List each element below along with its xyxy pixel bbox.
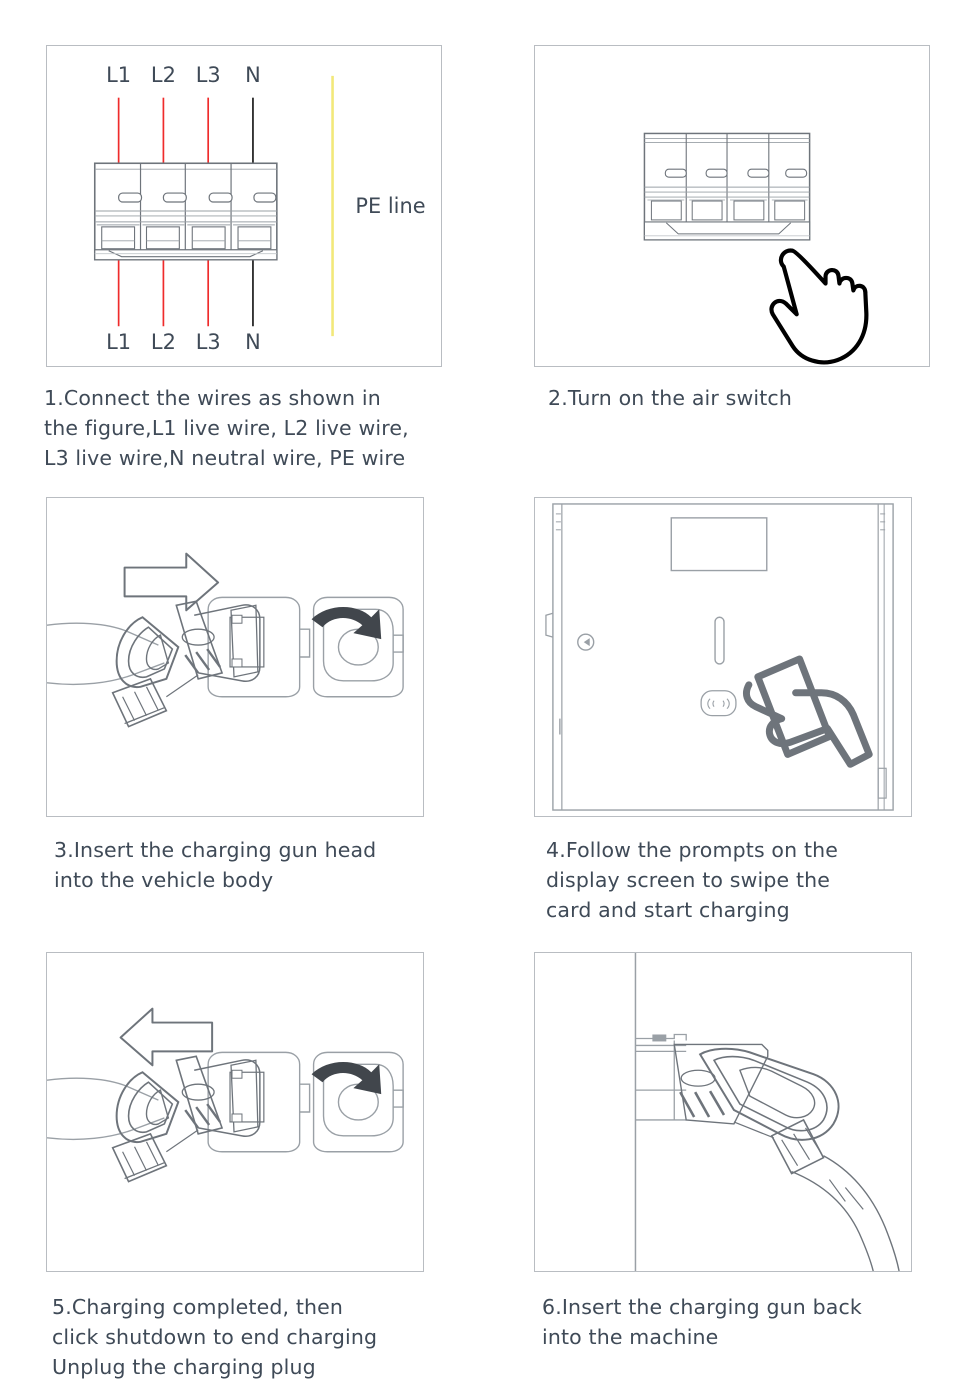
hand-holding-card-icon bbox=[743, 655, 873, 768]
breaker-wiring-diagram: L1 L2 L3 N L1 L2 L3 N PE line bbox=[46, 45, 442, 367]
label-l2-top: L2 bbox=[151, 63, 176, 87]
step-3: 3.Insert the charging gun head into the … bbox=[0, 455, 490, 910]
label-pe-line: PE line bbox=[355, 194, 425, 218]
label-n-top: N bbox=[245, 63, 261, 87]
step-6: 6.Insert the charging gun back into the … bbox=[490, 910, 980, 1370]
curved-arrow-icon bbox=[311, 607, 382, 640]
step-5: 5.Charging completed, then click shutdow… bbox=[0, 910, 490, 1379]
step-4-caption: 4.Follow the prompts on the display scre… bbox=[546, 838, 839, 922]
label-l1-top: L1 bbox=[106, 63, 131, 87]
step-5-caption: 5.Charging completed, then click shutdow… bbox=[52, 1295, 378, 1379]
step-1-caption: 1.Connect the wires as shown in the figu… bbox=[44, 386, 409, 470]
step-1: L1 L2 L3 N L1 L2 L3 N PE line bbox=[0, 0, 490, 470]
remove-gun-from-vehicle-diagram bbox=[46, 952, 424, 1272]
curved-arrow-icon bbox=[311, 1062, 382, 1095]
display-screen bbox=[670, 517, 768, 572]
insert-gun-into-vehicle-diagram bbox=[46, 497, 424, 817]
step-2-caption: 2.Turn on the air switch bbox=[548, 386, 792, 410]
rfid-reader-icon bbox=[700, 690, 737, 717]
holster-gun-into-machine-diagram bbox=[534, 952, 912, 1272]
charger-swipe-card-diagram bbox=[534, 497, 912, 817]
label-n-bottom: N bbox=[245, 330, 261, 354]
label-l3-top: L3 bbox=[196, 63, 221, 87]
lock-screw-icon bbox=[577, 633, 595, 651]
step-2: 2.Turn on the air switch bbox=[490, 0, 980, 455]
led-indicator-strip bbox=[714, 616, 725, 665]
air-switch-toggle-diagram bbox=[534, 45, 930, 367]
step-3-caption: 3.Insert the charging gun head into the … bbox=[54, 838, 377, 892]
step-4: 4.Follow the prompts on the display scre… bbox=[490, 455, 980, 922]
label-l3-bottom: L3 bbox=[196, 330, 221, 354]
pointing-hand-icon bbox=[769, 248, 869, 365]
step-6-caption: 6.Insert the charging gun back into the … bbox=[542, 1295, 862, 1349]
direction-arrow-right-icon bbox=[123, 552, 220, 612]
label-l2-bottom: L2 bbox=[151, 330, 176, 354]
direction-arrow-left-icon bbox=[119, 1007, 214, 1067]
label-l1-bottom: L1 bbox=[106, 330, 131, 354]
